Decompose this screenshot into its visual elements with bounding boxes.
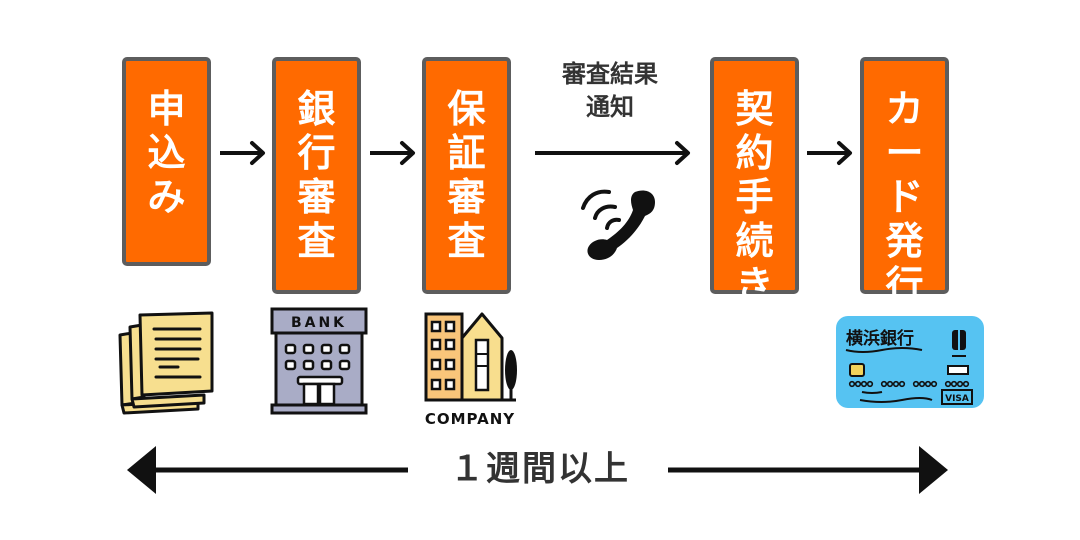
step-char: 約: [735, 131, 774, 175]
step-char: み: [147, 175, 186, 219]
notification-line-2: 通知: [586, 93, 634, 121]
step-guarantor-review: 保 証 審 査: [422, 57, 511, 294]
step-char: 手: [735, 175, 774, 219]
arrowhead-right-icon: [919, 446, 948, 494]
credit-card-icon: 横浜銀行 VISA: [836, 316, 984, 408]
step-char: 契: [735, 87, 774, 131]
arrow-right-icon: [807, 141, 852, 165]
step-char: 銀: [297, 87, 336, 131]
step-char: き: [735, 263, 774, 307]
arrow-right-long-icon: [535, 141, 690, 165]
step-char: 審: [297, 175, 336, 219]
step-contract: 契 約 手 続 き: [710, 57, 799, 307]
duration-label: １週間以上: [450, 449, 630, 489]
step-char: 申: [147, 87, 186, 131]
step-char: ー: [885, 131, 924, 175]
step-char: 審: [447, 175, 486, 219]
step-card-issue: カ ー ド 発 行: [860, 57, 949, 307]
notification-label: 審査結果 通知: [530, 58, 690, 124]
step-char: カ: [885, 87, 924, 131]
step-application: 申 込 み: [122, 57, 211, 266]
step-char: 査: [297, 219, 336, 263]
step-bank-review: 銀 行 審 査: [272, 57, 361, 294]
duration-double-arrow: [127, 446, 948, 494]
arrow-right-icon: [370, 141, 415, 165]
arrow-right-icon: [220, 141, 265, 165]
phone-icon: [581, 189, 655, 260]
step-char: 保: [447, 87, 486, 131]
step-char: 発: [885, 219, 924, 263]
bank-sign: BANK: [291, 315, 347, 331]
notification-line-1: 審査結果: [562, 60, 658, 88]
step-char: 行: [297, 131, 336, 175]
card-brand: VISA: [945, 394, 969, 404]
company-caption: COMPANY: [425, 410, 515, 428]
bank-building-icon: BANK: [270, 307, 368, 415]
step-char: ド: [885, 175, 924, 219]
step-char: 査: [447, 219, 486, 263]
company-building-icon: COMPANY: [424, 312, 517, 428]
step-char: 込: [147, 131, 186, 175]
card-bank-name: 横浜銀行: [846, 328, 914, 349]
step-char: 行: [885, 263, 924, 307]
arrowhead-left-icon: [127, 446, 156, 494]
documents-icon: [118, 311, 214, 415]
step-char: 証: [447, 131, 486, 175]
step-char: 続: [735, 219, 774, 263]
